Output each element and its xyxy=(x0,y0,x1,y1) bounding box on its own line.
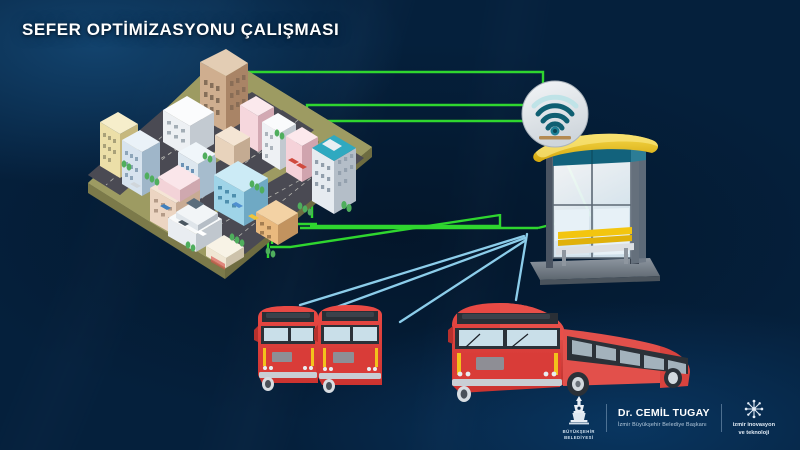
city-buildings xyxy=(100,49,356,270)
bus-shelter xyxy=(530,133,660,285)
clock-tower-icon xyxy=(568,395,589,425)
bus-2 xyxy=(314,305,382,393)
link-shelter-to-buses xyxy=(298,232,529,324)
bus-fleet xyxy=(254,303,690,402)
footer-divider-2 xyxy=(720,404,722,432)
innovation-line1: izmir inovasyon xyxy=(732,422,775,429)
bus-1 xyxy=(254,306,318,391)
page-title: SEFER OPTİMİZASYONU ÇALIŞMASI xyxy=(22,20,340,39)
innovation-line2: ve teknoloji xyxy=(738,430,770,436)
shelter-bench xyxy=(556,227,634,266)
municipality-logo: BÜYÜKŞEHİR BELEDİYESİ xyxy=(552,395,606,440)
footer-divider-1 xyxy=(605,404,607,432)
footer-logos: BÜYÜKŞEHİR BELEDİYESİ Dr. CEMİL TUGAY İz… xyxy=(552,395,786,440)
mayor-name: Dr. CEMİL TUGAY xyxy=(617,407,710,420)
municipality-name-line2: BELEDİYESİ xyxy=(564,435,594,440)
mayor-role: İzmir Büyükşehir Belediye Başkanı xyxy=(617,421,707,428)
innovation-network-icon xyxy=(744,400,764,419)
municipality-name-line1: BÜYÜKŞEHİR xyxy=(562,428,595,434)
bus-3 xyxy=(448,303,690,402)
innovation-logo: izmir inovasyon ve teknoloji xyxy=(722,399,786,437)
mayor-block: Dr. CEMİL TUGAY İzmir Büyükşehir Belediy… xyxy=(607,399,721,437)
isometric-city xyxy=(88,49,372,279)
city-trees xyxy=(121,129,352,258)
city-vehicles xyxy=(130,158,307,236)
wifi-signal-icon xyxy=(521,80,589,148)
